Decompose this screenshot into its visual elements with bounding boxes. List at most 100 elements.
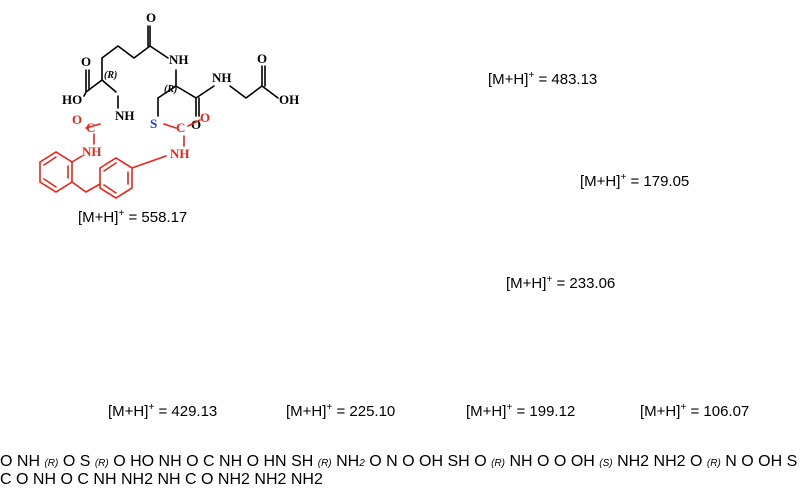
mz-label-199: [M+H]+ = 199.12 — [466, 402, 575, 420]
ion-prefix: [M+H] — [506, 275, 547, 292]
atom-c: C — [203, 453, 215, 470]
structure-483: O NH (R) O S (R) O HO NH O C NH O HN — [0, 453, 291, 470]
atom-nh2: NH2 — [336, 453, 365, 470]
ion-charge: + — [528, 70, 535, 81]
structure-558: O NH O (R) NH O OH (R) O HO NH S O C NH — [39, 10, 299, 199]
atom-nh2: NH2 — [217, 471, 250, 488]
atom-oh: OH — [758, 453, 783, 470]
atom-o: O — [0, 453, 13, 470]
atom-ho: HO — [62, 92, 82, 107]
mz-label-106: [M+H]+ = 106.07 — [640, 402, 749, 420]
structure-199: NH2 NH2 — [218, 471, 291, 488]
atom-n: N — [725, 453, 737, 470]
ion-prefix: [M+H] — [488, 71, 529, 88]
stereo-label: (R) — [164, 84, 177, 95]
atom-o: O — [402, 453, 415, 470]
atom-nh: NH — [509, 453, 533, 470]
atom-o: O — [553, 453, 567, 470]
ion-charge: + — [506, 402, 513, 413]
atom-nh2: NH2 — [290, 471, 323, 488]
ion-eq: = — [626, 173, 644, 190]
atom-nh2: NH2 — [120, 471, 153, 488]
atom-o: O — [81, 54, 91, 69]
mz-value: 179.05 — [643, 173, 690, 190]
ion-charge: + — [118, 208, 125, 219]
atom-n: N — [386, 453, 398, 470]
ion-eq: = — [332, 403, 350, 420]
ion-charge: + — [546, 274, 553, 285]
atom-o: O — [201, 471, 214, 488]
atom-nh: NH — [169, 52, 189, 67]
fragment-scheme: O NH O (R) NH O OH (R) O HO NH S O C NH — [0, 10, 797, 488]
atom-hn: HN — [263, 453, 287, 470]
mz-label-429: [M+H]+ = 429.13 — [108, 402, 217, 420]
ion-charge: + — [680, 402, 687, 413]
atom-o: O — [474, 453, 487, 470]
mz-value: 106.07 — [703, 403, 750, 420]
atom-c: C — [77, 471, 89, 488]
atom-nh: NH — [16, 453, 41, 470]
atom-c: C — [86, 120, 95, 135]
atom-s: S — [79, 453, 91, 470]
atom-sh: SH — [447, 453, 470, 470]
ion-eq: = — [534, 71, 552, 88]
atom-o: O — [200, 110, 210, 125]
structure-106: NH2 — [291, 471, 323, 488]
ion-prefix: [M+H] — [108, 403, 149, 420]
atom-c: C — [185, 471, 197, 488]
atom-o: O — [537, 453, 550, 470]
mz-label-179: [M+H]+ = 179.05 — [580, 172, 689, 190]
atom-oh: OH — [419, 453, 444, 470]
ion-eq: = — [512, 403, 530, 420]
atom-o: O — [113, 453, 126, 470]
atom-nh: NH — [93, 471, 117, 488]
atom-o: O — [246, 453, 260, 470]
atom-nh: NH — [82, 144, 102, 159]
atom-sh: SH — [291, 453, 314, 470]
stereo-label: (S) — [599, 458, 613, 469]
mz-value: 558.17 — [141, 209, 188, 226]
ion-prefix: [M+H] — [580, 173, 621, 190]
mz-label-233: [M+H]+ = 233.06 — [506, 274, 615, 292]
atom-nh: NH — [219, 453, 243, 470]
atom-nh2: NH2 — [653, 453, 686, 470]
structures-canvas: O NH O (R) NH O OH (R) O HO NH S O C NH — [39, 10, 299, 199]
atom-nh: NH — [115, 108, 135, 123]
ion-prefix: [M+H] — [640, 403, 681, 420]
atom-o: O — [72, 112, 82, 127]
atom-nh: NH — [157, 471, 181, 488]
structure-179: SH (R) NH2 O N O OH — [291, 453, 447, 470]
ion-eq: = — [154, 403, 172, 420]
stereo-label: (R) — [94, 458, 109, 469]
atom-o: O — [146, 10, 156, 25]
atom-o: O — [62, 453, 76, 470]
stereo-label: (R) — [317, 458, 332, 469]
stereo-label: (R) — [44, 458, 59, 469]
atom-c: C — [176, 120, 185, 135]
stereo-label: (R) — [491, 458, 505, 469]
ion-prefix: [M+H] — [78, 209, 119, 226]
structure-225: NH2 NH C O — [121, 471, 218, 488]
atom-o: O — [16, 471, 29, 488]
ion-eq: = — [552, 275, 570, 292]
atom-nh2: NH2 — [254, 471, 287, 488]
atom-o: O — [741, 453, 754, 470]
mz-label-483: [M+H]+ = 483.13 — [488, 70, 597, 88]
mz-value: 225.10 — [349, 403, 396, 420]
mz-value: 199.12 — [529, 403, 576, 420]
atom-nh2: NH2 — [617, 453, 650, 470]
atom-o: O — [369, 453, 382, 470]
atom-nh: NH — [32, 471, 57, 488]
atom-o: O — [690, 453, 703, 470]
mz-label-558: [M+H]+ = 558.17 — [78, 208, 187, 226]
ion-prefix: [M+H] — [286, 403, 327, 420]
atom-ho: HO — [130, 453, 155, 470]
stereo-label: (R) — [706, 458, 721, 469]
mz-label-225: [M+H]+ = 225.10 — [286, 402, 395, 420]
atom-o: O — [257, 51, 267, 66]
atom-nh: NH — [212, 70, 232, 85]
atom-c: C — [0, 471, 12, 488]
atom-o: O — [60, 471, 73, 488]
stereo-label: (R) — [104, 70, 117, 81]
atom-oh: OH — [570, 453, 595, 470]
